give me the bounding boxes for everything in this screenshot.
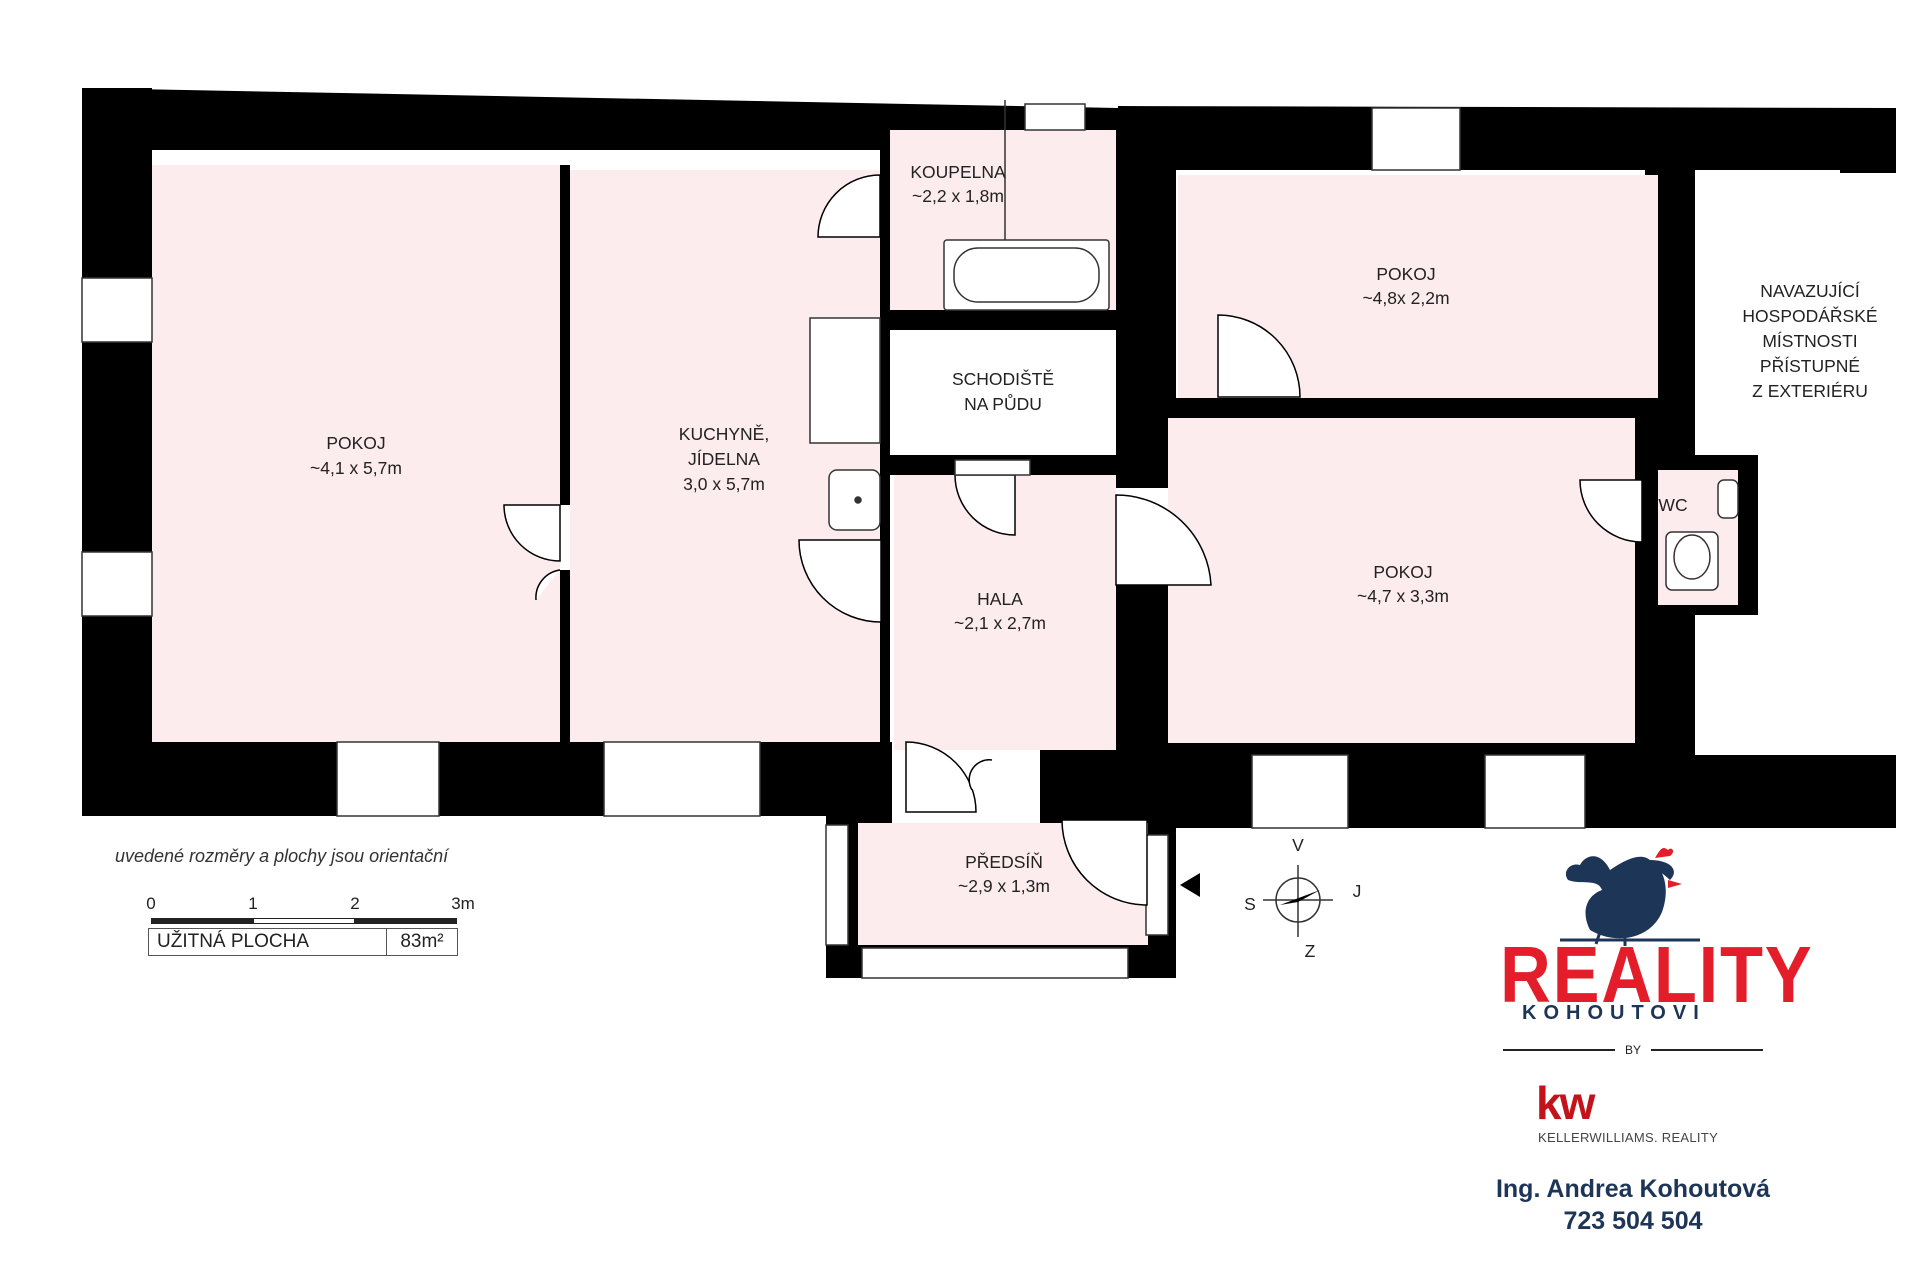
scale-tick-2: 2 (350, 894, 360, 913)
label-wc: WC (1658, 495, 1687, 515)
brand-kohoutovi: KOHOUTOVI (1522, 1002, 1706, 1024)
label-schodiste-1: SCHODIŠTĚ (952, 368, 1054, 389)
compass-north: V (1292, 835, 1304, 855)
separator-line-left (1503, 1049, 1615, 1051)
room-fills (152, 130, 1738, 945)
entrance-arrow (1180, 873, 1200, 897)
scale-tick-1: 1 (248, 894, 258, 913)
label-predsin-name: PŘEDSÍŇ (965, 852, 1043, 872)
label-koupelna-size: ~2,2 x 1,8m (912, 186, 1004, 206)
room-schodiste (895, 330, 1111, 455)
rooster-logo (1560, 847, 1700, 946)
label-hala-name: HALA (977, 589, 1023, 609)
label-kuchyne-size: 3,0 x 5,7m (683, 474, 765, 494)
label-navazujici-4: PŘÍSTUPNÉ (1760, 356, 1860, 376)
usable-area-value: 83m² (400, 931, 444, 952)
separator-line-right (1651, 1049, 1764, 1051)
scale-tick-3: 3m (451, 894, 475, 913)
label-pokoj-right-name: POKOJ (1373, 562, 1432, 582)
label-hala-size: ~2,1 x 2,7m (954, 613, 1046, 633)
kw-logo: kw (1536, 1077, 1595, 1129)
room-kuchyne (570, 170, 880, 742)
fixtures (809, 100, 1739, 591)
label-pokoj-left-size: ~4,1 x 5,7m (310, 458, 402, 478)
compass-needle-icon (1280, 890, 1320, 905)
kitchen-counter (809, 317, 881, 444)
label-kuchyne-name2: JÍDELNA (688, 449, 760, 469)
wc-sink (1717, 479, 1739, 519)
scale-segment-2 (253, 918, 355, 924)
label-navazujici-3: MÍSTNOSTI (1762, 331, 1857, 351)
doors (503, 174, 1643, 906)
compass: V Z S J (1244, 835, 1361, 961)
label-pokoj-left-name: POKOJ (326, 433, 385, 453)
label-koupelna-name: KOUPELNA (910, 162, 1006, 182)
label-pokoj-right-size: ~4,7 x 3,3m (1357, 586, 1449, 606)
agent-phone: 723 504 504 (1563, 1207, 1703, 1235)
room-pokoj-left (152, 165, 560, 742)
usable-area-label: UŽITNÁ PLOCHA (149, 929, 387, 955)
agent-name: Ing. Andrea Kohoutová (1495, 1175, 1771, 1203)
label-kuchyne-name1: KUCHYNĚ, (679, 424, 769, 444)
dimensions-note: uvedené rozměry a plochy jsou orientační (115, 846, 449, 866)
room-labels: POKOJ ~4,1 x 5,7m KUCHYNĚ, JÍDELNA 3,0 x… (310, 162, 1878, 896)
agent-contact: Ing. Andrea Kohoutová 723 504 504 (1476, 1173, 1790, 1237)
label-navazujici-5: Z EXTERIÉRU (1752, 381, 1868, 401)
brand-reality: REALITY (1500, 930, 1814, 1019)
label-schodiste-2: NA PŮDU (964, 393, 1042, 414)
scale-segment-3 (355, 918, 457, 924)
compass-west: S (1244, 894, 1256, 914)
windows (81, 103, 1586, 979)
scale-tick-0: 0 (146, 894, 156, 913)
label-pokoj-top-right-size: ~4,8x 2,2m (1362, 288, 1449, 308)
scale-segment-1 (151, 918, 253, 924)
label-navazujici-2: HOSPODÁŘSKÉ (1742, 306, 1877, 326)
label-pokoj-top-right-name: POKOJ (1376, 264, 1435, 284)
scale-bar: 0 1 2 3m UŽITNÁ PLOCHA 83m² (146, 894, 475, 964)
kw-subtitle: KELLERWILLIAMS. REALITY (1538, 1130, 1719, 1145)
compass-east: J (1353, 881, 1362, 901)
room-pokoj-right (1168, 418, 1643, 743)
label-navazujici-1: NAVAZUJÍCÍ (1760, 281, 1860, 301)
usable-area-box: UŽITNÁ PLOCHA 83m² (148, 928, 458, 956)
brand-by-separator: BY (1503, 1043, 1764, 1057)
compass-south: Z (1305, 941, 1316, 961)
label-predsin-size: ~2,9 x 1,3m (958, 876, 1050, 896)
brand-by: BY (1625, 1043, 1642, 1057)
